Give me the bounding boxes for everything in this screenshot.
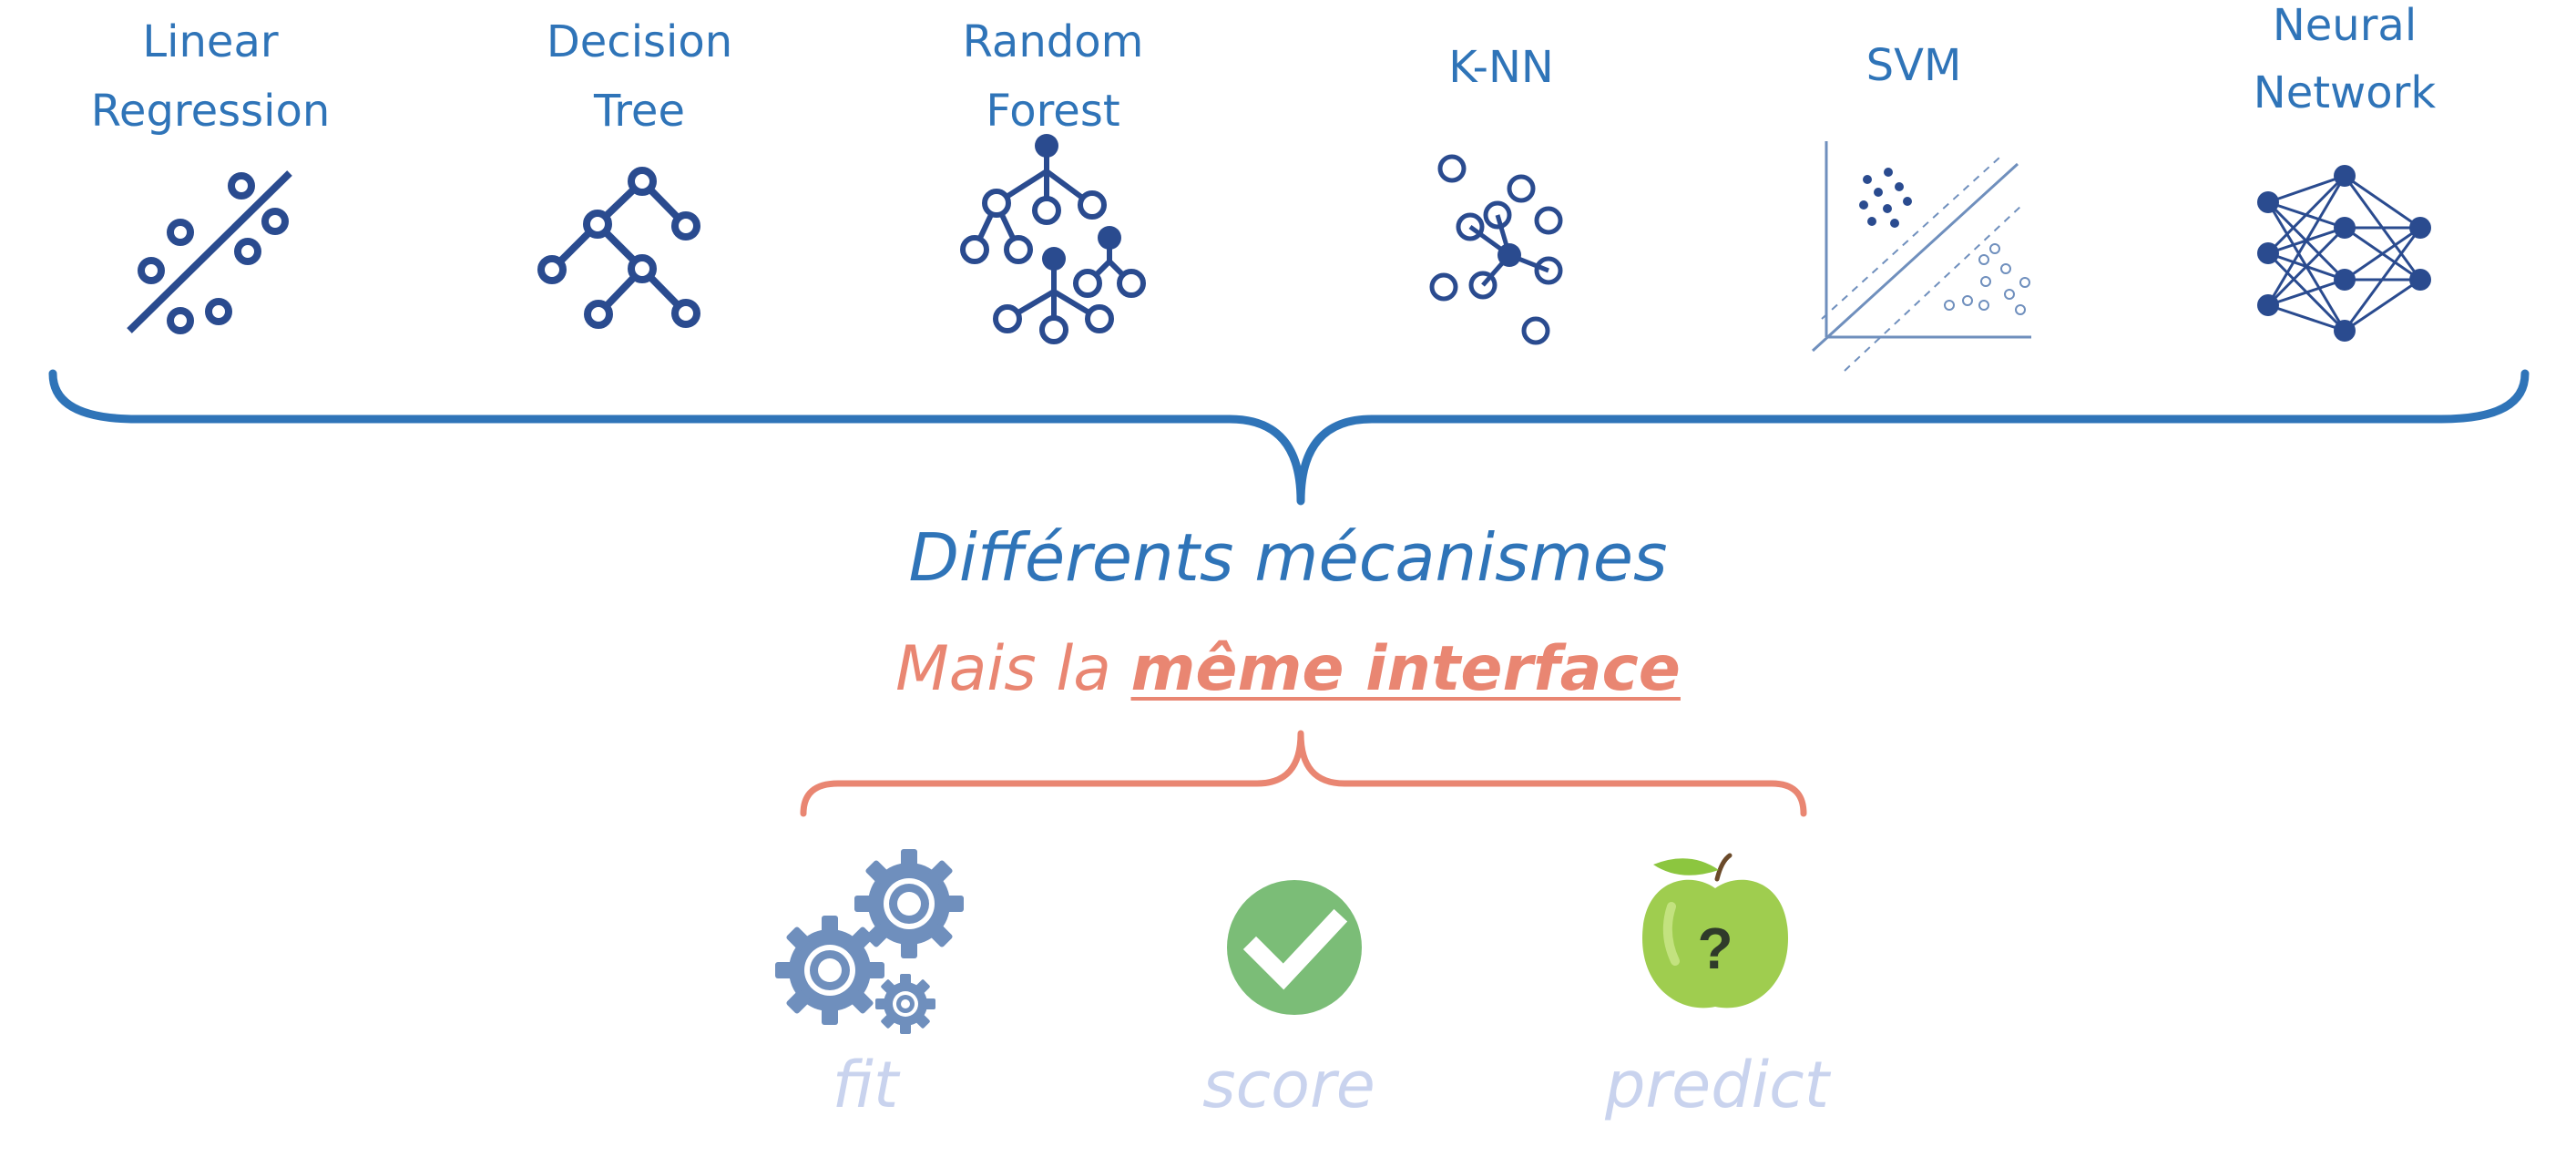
random-forest-icon [960, 134, 1146, 344]
model-label-line1: SVM [1866, 40, 1962, 91]
svg-text:?: ? [1697, 916, 1733, 981]
model-label-line2: Regression [90, 86, 331, 137]
model-label-line1: Random [962, 16, 1144, 67]
model-label-line1: Neural [2272, 0, 2418, 51]
blue-curly-brace [48, 369, 2530, 506]
method-score: score [1202, 1048, 1375, 1122]
interface-prefix: Mais la [895, 633, 1131, 705]
svm-icon [1811, 141, 2031, 372]
checkmark-icon [1227, 880, 1362, 1015]
method-predict: predict [1604, 1048, 1830, 1122]
apple-question-icon: ? [1642, 853, 1788, 1009]
model-label-line2: Tree [593, 86, 685, 137]
decision-tree-icon [537, 167, 700, 329]
model-label-line1: K-NN [1448, 42, 1554, 93]
interface-emphasis: même interface [1130, 633, 1681, 705]
model-label-line2: Forest [986, 86, 1120, 137]
interface-headline: Mais la même interface [0, 633, 2576, 705]
model-label-line1: Linear [142, 16, 279, 67]
salmon-curly-brace [800, 730, 1807, 817]
mechanisms-headline: Différents mécanismes [908, 519, 1668, 596]
knn-icon [1429, 154, 1563, 345]
neural-network-icon [2257, 165, 2431, 342]
method-fit: fit [832, 1048, 899, 1122]
linear-regression-icon [127, 170, 292, 334]
model-label-line1: Decision [546, 16, 733, 67]
model-label-line2: Network [2253, 67, 2437, 118]
gears-icon [775, 849, 964, 1034]
